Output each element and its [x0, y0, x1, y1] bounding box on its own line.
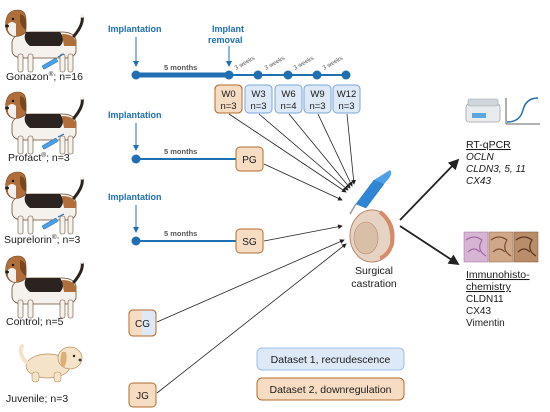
beagle-icon [3, 8, 86, 74]
timeline-node [224, 70, 234, 80]
timeline-node [341, 70, 351, 80]
arrow-to-ihc [399, 225, 460, 265]
legend-dataset-2: Dataset 2, downregulation [256, 377, 405, 401]
svg-text:Dataset 2, downregulation: Dataset 2, downregulation [270, 384, 392, 396]
pcr-machine-icon [465, 98, 501, 123]
histology-slides-icon [463, 231, 539, 263]
svg-text:n=3: n=3 [309, 101, 325, 112]
svg-text:n=3: n=3 [220, 101, 236, 112]
timeline-node [131, 236, 141, 246]
svg-text:JG: JG [136, 391, 149, 402]
svg-text:n=4: n=4 [280, 101, 296, 112]
svg-text:n=3: n=3 [338, 101, 354, 112]
group-label-profact: Profact®; n=3 [8, 151, 70, 164]
duration-label: 5 months [164, 147, 197, 156]
box-w0: W0 n=3 [214, 84, 243, 114]
duration-label: 5 months [164, 63, 197, 72]
timeline-node [283, 70, 293, 80]
amplification-curve-icon [505, 97, 540, 125]
duration-label: 5 months [164, 229, 197, 238]
svg-text:Dataset 1, recrudescence: Dataset 1, recrudescence [271, 354, 391, 366]
box-w6: W6 n=4 [274, 84, 303, 114]
interval-label: 3 weeks [234, 56, 256, 72]
svg-text:W6: W6 [281, 89, 295, 100]
svg-text:W0: W0 [221, 89, 235, 100]
box-w9: W9 n=3 [303, 84, 332, 114]
group-label-gonazon: Gonazon®; n=16 [6, 70, 83, 83]
implant-removal-label: Implant [212, 24, 244, 34]
svg-text:W9: W9 [310, 89, 324, 100]
interval-label: 3 weeks [322, 56, 344, 72]
group-label-juvenile: Juvenile; n=3 [6, 393, 68, 405]
gene-cx43: CX43 [466, 176, 491, 187]
svg-text:PG: PG [242, 155, 257, 166]
timeline-node [312, 70, 322, 80]
svg-text:CG: CG [135, 319, 150, 330]
beagle-icon [3, 254, 86, 320]
box-jg: JG [128, 382, 157, 408]
group-label-control: Control; n=5 [6, 316, 64, 328]
svg-text:n=3: n=3 [250, 101, 266, 112]
box-sg: SG [235, 228, 264, 254]
svg-text:SG: SG [242, 237, 257, 248]
implantation-label: Implantation [108, 24, 162, 34]
marker-vimentin: Vimentin [466, 318, 505, 329]
castration-label-2: castration [351, 278, 397, 290]
ihc-title-2: chemistry [466, 281, 512, 293]
implantation-label: Implantation [108, 192, 162, 202]
timeline-node [253, 70, 263, 80]
interval-label: 3 weeks [264, 56, 286, 72]
box-pg: PG [235, 146, 264, 172]
implant-removal-label-2: removal [208, 35, 243, 45]
interval-label: 3 weeks [293, 56, 315, 72]
castration-label: Surgical [355, 265, 393, 277]
gene-cldn: CLDN3, 5, 11 [466, 164, 526, 175]
marker-cldn11: CLDN11 [466, 294, 504, 305]
puppy-icon [18, 344, 83, 383]
timeline-node [131, 154, 141, 164]
implantation-label: Implantation [108, 110, 162, 120]
testis-icon [349, 209, 395, 263]
gene-ocln: OCLN [466, 152, 495, 163]
ihc-title: Immunohisto- [466, 269, 530, 281]
svg-text:W3: W3 [251, 89, 265, 100]
marker-cx43: CX43 [466, 306, 491, 317]
legend-dataset-1: Dataset 1, recrudescence [256, 347, 405, 371]
arrow-to-rtqpcr [399, 158, 460, 221]
timeline-node [131, 70, 141, 80]
box-w3: W3 n=3 [244, 84, 273, 114]
scalpel-icon [349, 170, 392, 215]
sample-arrows [156, 113, 356, 394]
group-label-suprelorin: Suprelorin®; n=3 [4, 233, 80, 246]
box-cg: CG [128, 309, 157, 337]
svg-text:W12: W12 [337, 89, 357, 100]
rtqpcr-title: RT-qPCR [466, 139, 511, 151]
box-w12: W12 n=3 [332, 84, 361, 114]
